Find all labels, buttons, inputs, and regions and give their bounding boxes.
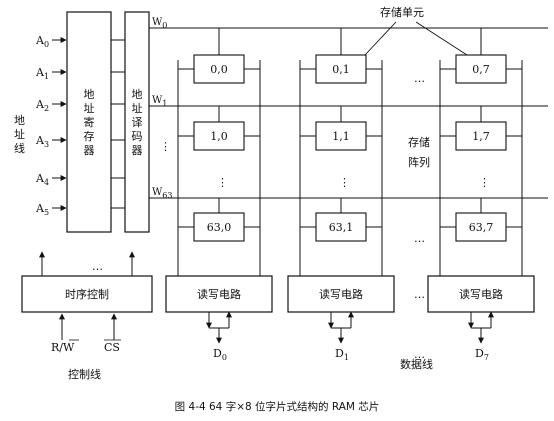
address-line-label-4: A4 [35,172,49,187]
storage-array-label-1: 存储 [408,135,430,149]
data-lines-label: 数据线 [400,357,433,371]
storage-columns: 0,0 1,0 63,0 ⋮ 读写电路 D0 0,1 1,1 63,1 ⋮ 读写电路 D1 0,7 1,7… [165,28,535,362]
regText-char-4: 器 [84,144,95,157]
storage-cell-label: 1,0 [210,130,228,143]
storage-cell-label: 63,1 [329,221,354,234]
address-line-label-5: A5 [35,202,49,217]
cs-control-label: CS [104,341,120,354]
storage-cell [455,121,507,151]
control-lines-label: 控制线 [68,367,101,381]
address-lines-group-label: 地 址 线 [14,114,25,155]
rw-circuit-box [165,275,273,313]
decText-char-2: 译 [132,116,143,129]
storage-unit-label: 存储单元 [380,5,424,19]
storage-cell-label: 63,7 [469,221,494,234]
address-decoder [124,11,150,233]
decText-char-3: 码 [132,130,143,143]
storage-cell [193,212,245,242]
column-ellipsis: ⋮ [339,176,350,189]
regText-char-1: 址 [84,101,95,115]
data-line-label-1: D1 [335,347,349,362]
data-line-label-0: D0 [213,347,227,362]
storage-array-label-2: 阵列 [408,155,430,169]
decText-char-1: 址 [132,101,143,115]
column-2: 0,7 1,7 63,7 ⋮ 读写电路 D7 [427,28,535,362]
data-line-label-2: D7 [475,347,489,362]
storage-cell-label: 1,1 [332,130,350,143]
rw-circuit-box [427,275,535,313]
regText-char-2: 寄 [84,115,95,129]
column-ellipses: … … … … … [92,72,425,361]
decText-char-4: 器 [132,144,143,157]
timing-control-box [21,275,153,313]
address-lines-label-3: 线 [14,141,25,155]
ellipsis-rw: … [414,288,425,301]
address-lines-label-1: 地 [14,114,25,127]
address-lines-label-2: 址 [14,127,25,141]
rw-circuit-box [287,275,395,313]
storage-cell-label: 63,0 [207,221,232,234]
figure-caption: 图 4-4 64 字×8 位字片式结构的 RAM 芯片 [175,400,380,413]
ellipsis-row0: … [414,72,425,85]
timing-control-label: 时序控制 [65,287,109,301]
ellipsis-data: … [414,348,425,361]
ellipsis-timing: … [92,260,103,273]
word-line-label-0: W0 [152,17,167,30]
address-register [66,11,112,233]
decText-char-0: 地 [132,88,143,101]
address-line-label-3: A3 [35,134,49,149]
rw-circuit-label: 读写电路 [319,287,363,301]
column-0: 0,0 1,0 63,0 ⋮ 读写电路 D0 [165,28,273,362]
rw-control-label: R/W [51,341,75,354]
column-1: 0,1 1,1 63,1 ⋮ 读写电路 D1 [287,28,395,362]
column-ellipsis: ⋮ [217,176,228,189]
timing-control-arrows [39,251,135,340]
rw-circuit-label: 读写电路 [459,287,503,301]
storage-cell-label: 1,7 [472,130,490,143]
word-line-label-1: W1 [152,95,167,108]
storage-cell-label: 0,7 [472,63,490,76]
word-line-label-2: W63 [152,187,172,200]
address-line-label-0: A0 [35,34,49,49]
ellipsis-word-lines: ⋮ [160,140,171,153]
regText-char-0: 地 [84,88,95,101]
column-ellipsis: ⋮ [479,176,490,189]
regText-char-3: 存 [84,129,95,143]
storage-cell-label: 0,1 [332,63,350,76]
address-line-label-1: A1 [35,66,49,81]
address-line-label-2: A2 [35,98,49,113]
register-decoder-links [111,39,125,209]
ellipsis-row63: … [414,232,425,245]
storage-cell-label: 0,0 [210,63,228,76]
rw-circuit-label: 读写电路 [197,287,241,301]
storage-unit-callout [364,21,468,56]
